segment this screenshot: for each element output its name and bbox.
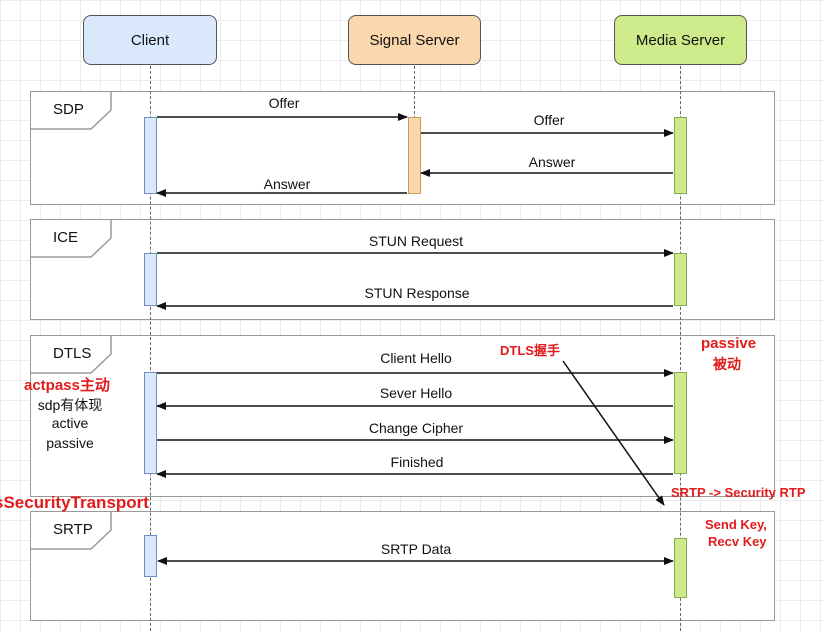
- answer-label-2: Answer: [263, 176, 311, 192]
- frame-tag-shape: [31, 92, 112, 130]
- stun-response-label: STUN Response: [364, 285, 470, 301]
- answer-label-1: Answer: [528, 154, 576, 170]
- signal-server-actor-label: Signal Server: [369, 31, 460, 49]
- active-note: active: [51, 415, 89, 431]
- dtls-handshake-pointer-arrow: [562, 360, 665, 506]
- client-actor-label: Client: [130, 31, 170, 49]
- media-activation-srtp: [674, 538, 687, 598]
- ice-frame-label: ICE: [53, 229, 79, 246]
- sdp-show-note: sdp有体现: [37, 397, 103, 413]
- finished-label: Finished: [390, 454, 444, 470]
- dtls-frame-label: DTLS: [53, 345, 92, 362]
- passive-note: passive: [701, 335, 757, 352]
- client-lifeline: [150, 66, 151, 631]
- security-transport-note: sSecurityTransport: [0, 493, 149, 512]
- actpass-note: actpass主动: [24, 377, 110, 394]
- client-activation-sdp: [144, 117, 157, 194]
- offer-label-2: Offer: [533, 112, 565, 128]
- media-activation-sdp: [674, 117, 687, 194]
- passive-cn-note: 被动: [713, 356, 741, 372]
- client-hello-label: Client Hello: [380, 350, 452, 366]
- frame-tag-shape: [31, 336, 112, 374]
- frame-tag-shape: [31, 220, 112, 258]
- client-actor: Client: [83, 15, 217, 65]
- srtp-definition-note: SRTP -> Security RTP: [671, 485, 806, 500]
- client-activation-dtls: [144, 372, 157, 474]
- media-server-actor-label: Media Server: [635, 31, 726, 49]
- stun-request-label: STUN Request: [368, 233, 464, 249]
- offer-label-1: Offer: [268, 95, 300, 111]
- passive-role-note: passive: [46, 435, 94, 451]
- change-cipher-label: Change Cipher: [368, 420, 464, 436]
- media-server-lifeline: [680, 66, 681, 631]
- signal-activation-sdp: [408, 117, 421, 194]
- srtp-data-label: SRTP Data: [380, 541, 452, 557]
- media-server-actor: Media Server: [614, 15, 747, 65]
- srtp-frame-label: SRTP: [53, 521, 93, 538]
- frame-tag-shape: [31, 512, 112, 550]
- client-activation-ice: [144, 253, 157, 306]
- send-key-note: Send Key,: [705, 517, 767, 532]
- signal-server-actor: Signal Server: [348, 15, 481, 65]
- media-activation-ice: [674, 253, 687, 306]
- sdp-frame-label: SDP: [53, 101, 84, 118]
- client-activation-srtp: [144, 535, 157, 577]
- recv-key-note: Recv Key: [708, 534, 767, 549]
- media-activation-dtls: [674, 372, 687, 474]
- sever-hello-label: Sever Hello: [379, 385, 453, 401]
- dtls-handshake-note: DTLS握手: [500, 343, 560, 358]
